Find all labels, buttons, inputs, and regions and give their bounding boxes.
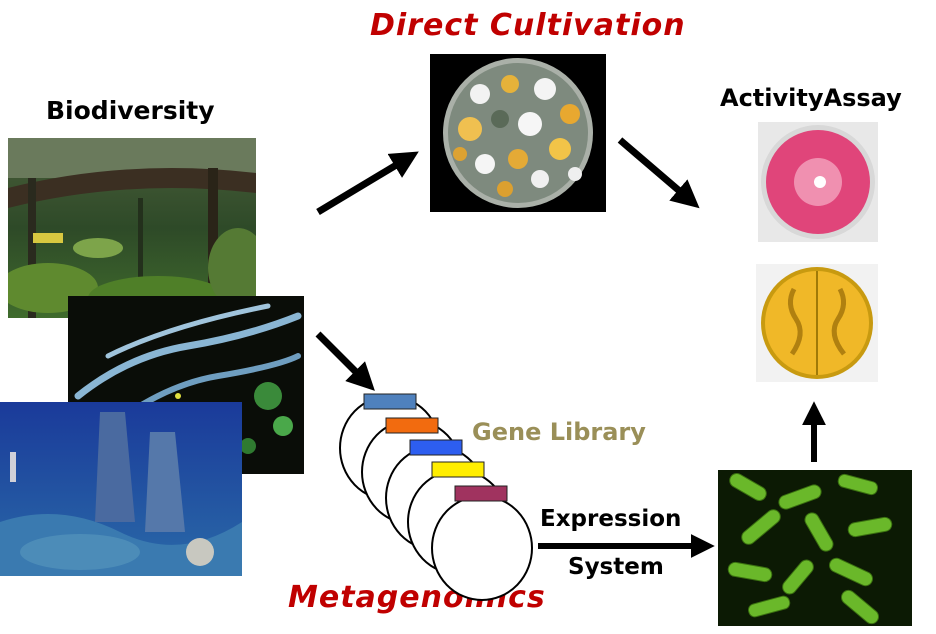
gene-inserts xyxy=(363,393,508,502)
arrow-to-gene-library xyxy=(315,331,375,391)
system-label: System xyxy=(568,554,664,580)
insert-1 xyxy=(363,393,417,410)
insert-5 xyxy=(454,485,508,502)
arrow-to-activity-assay xyxy=(617,137,700,209)
pink-halo-graphic xyxy=(758,122,878,242)
expression-label: Expression xyxy=(540,506,682,532)
green-bacteria-micrograph xyxy=(718,470,912,626)
insert-3 xyxy=(409,439,463,456)
pink-halo-assay-plate xyxy=(758,122,878,242)
insert-4 xyxy=(431,461,485,478)
arrow-to-cultivation xyxy=(316,151,419,216)
fungal-culture-petri-dish xyxy=(430,54,606,212)
gene-library-label: Gene Library xyxy=(472,418,646,446)
yellow-agar-graphic xyxy=(756,264,878,382)
activity-assay-label: ActivityAssay xyxy=(720,84,902,112)
fungal-culture-graphic xyxy=(430,54,606,212)
deep-sea-vent-photo xyxy=(0,402,242,576)
biodiversity-label: Biodiversity xyxy=(46,96,215,125)
insert-2 xyxy=(385,417,439,434)
green-bacteria-graphic xyxy=(718,470,912,626)
plasmid-5 xyxy=(431,495,533,601)
direct-cultivation-label: Direct Cultivation xyxy=(370,8,686,43)
deep-sea-vent-graphic xyxy=(0,402,242,576)
yellow-agar-plate xyxy=(756,264,878,382)
